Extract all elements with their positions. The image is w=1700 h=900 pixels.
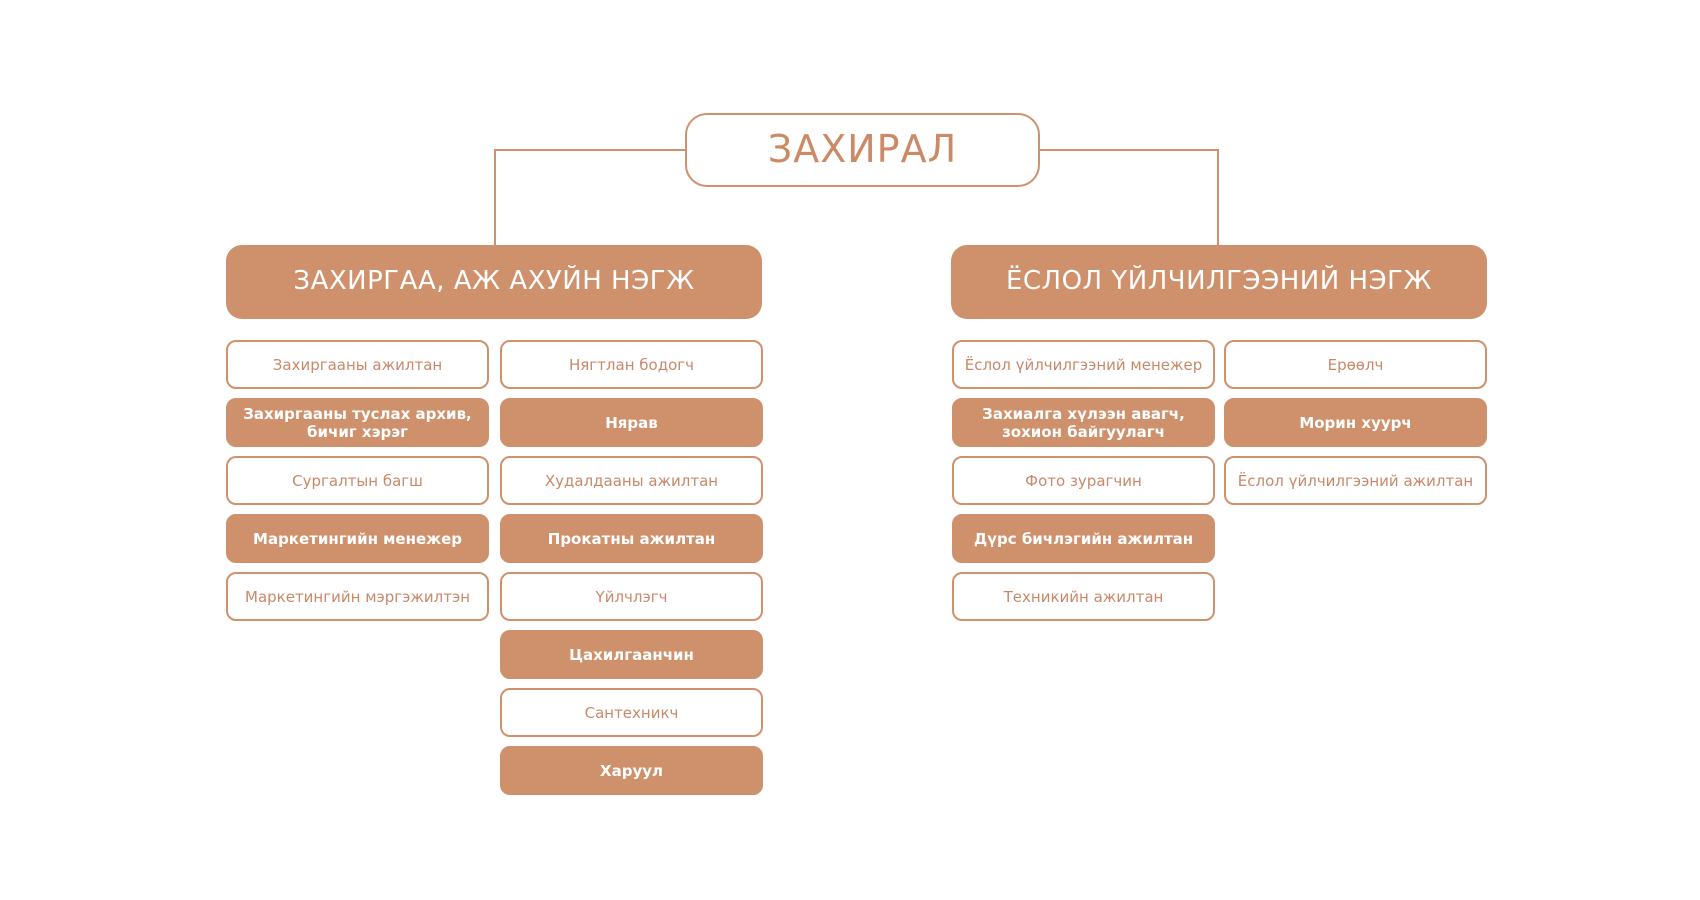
role-box: Захиалга хүлээн авагч, зохион байгуулагч — [952, 398, 1215, 447]
connector-right — [1040, 149, 1219, 245]
root-node-label: ЗАХИРАЛ — [767, 127, 958, 172]
role-label: Захиргааны ажилтан — [272, 355, 443, 374]
role-box: Сургалтын багш — [226, 456, 489, 505]
role-box: Захиргааны туслах архив, бичиг хэрэг — [226, 398, 489, 447]
role-label: Маркетингийн менежер — [253, 529, 462, 548]
connector-left — [494, 149, 685, 245]
role-box: Харуул — [500, 746, 763, 795]
role-box: Нягтлан бодогч — [500, 340, 763, 389]
role-label: Маркетингийн мэргэжилтэн — [245, 587, 470, 606]
role-label: Захиргааны туслах архив, бичиг хэрэг — [243, 404, 472, 441]
unit-node-label: ЁСЛОЛ ҮЙЛЧИЛГЭЭНИЙ НЭГЖ — [1005, 266, 1433, 297]
role-label: Ерөөлч — [1327, 355, 1384, 374]
role-box: Сантехникч — [500, 688, 763, 737]
role-label: Нярав — [605, 413, 658, 432]
role-box: Захиргааны ажилтан — [226, 340, 489, 389]
role-label: Дүрс бичлэгийн ажилтан — [973, 529, 1194, 548]
root-node-director: ЗАХИРАЛ — [685, 113, 1040, 187]
role-label: Үйлчлэгч — [595, 587, 668, 606]
role-box: Ёслол үйлчилгээний менежер — [952, 340, 1215, 389]
role-box: Дүрс бичлэгийн ажилтан — [952, 514, 1215, 563]
role-label: Техникийн ажилтан — [1003, 587, 1164, 606]
role-box: Худалдааны ажилтан — [500, 456, 763, 505]
role-label: Худалдааны ажилтан — [544, 471, 719, 490]
role-box: Фото зурагчин — [952, 456, 1215, 505]
role-label: Сургалтын багш — [292, 471, 423, 490]
role-label: Цахилгаанчин — [569, 645, 694, 664]
role-label: Прокатны ажилтан — [547, 529, 716, 548]
role-label: Ёслол үйлчилгээний ажилтан — [1237, 471, 1474, 490]
role-label: Захиалга хүлээн авагч, зохион байгуулагч — [982, 404, 1185, 441]
role-label: Сантехникч — [584, 703, 679, 722]
role-box: Ерөөлч — [1224, 340, 1487, 389]
role-box: Үйлчлэгч — [500, 572, 763, 621]
role-box: Ёслол үйлчилгээний ажилтан — [1224, 456, 1487, 505]
role-label: Морин хуурч — [1299, 413, 1412, 432]
role-label: Харуул — [600, 761, 663, 780]
role-box: Техникийн ажилтан — [952, 572, 1215, 621]
role-box: Цахилгаанчин — [500, 630, 763, 679]
role-box: Морин хуурч — [1224, 398, 1487, 447]
role-label: Фото зурагчин — [1025, 471, 1142, 490]
role-label: Ёслол үйлчилгээний менежер — [964, 355, 1203, 374]
role-box: Прокатны ажилтан — [500, 514, 763, 563]
role-box: Маркетингийн мэргэжилтэн — [226, 572, 489, 621]
role-label: Нягтлан бодогч — [569, 355, 694, 374]
role-box: Нярав — [500, 398, 763, 447]
unit-node-label: ЗАХИРГАА, АЖ АХУЙН НЭГЖ — [293, 266, 695, 297]
unit-node-administration: ЗАХИРГАА, АЖ АХУЙН НЭГЖ — [226, 245, 762, 319]
role-box: Маркетингийн менежер — [226, 514, 489, 563]
unit-node-ceremony-service: ЁСЛОЛ ҮЙЛЧИЛГЭЭНИЙ НЭГЖ — [951, 245, 1487, 319]
